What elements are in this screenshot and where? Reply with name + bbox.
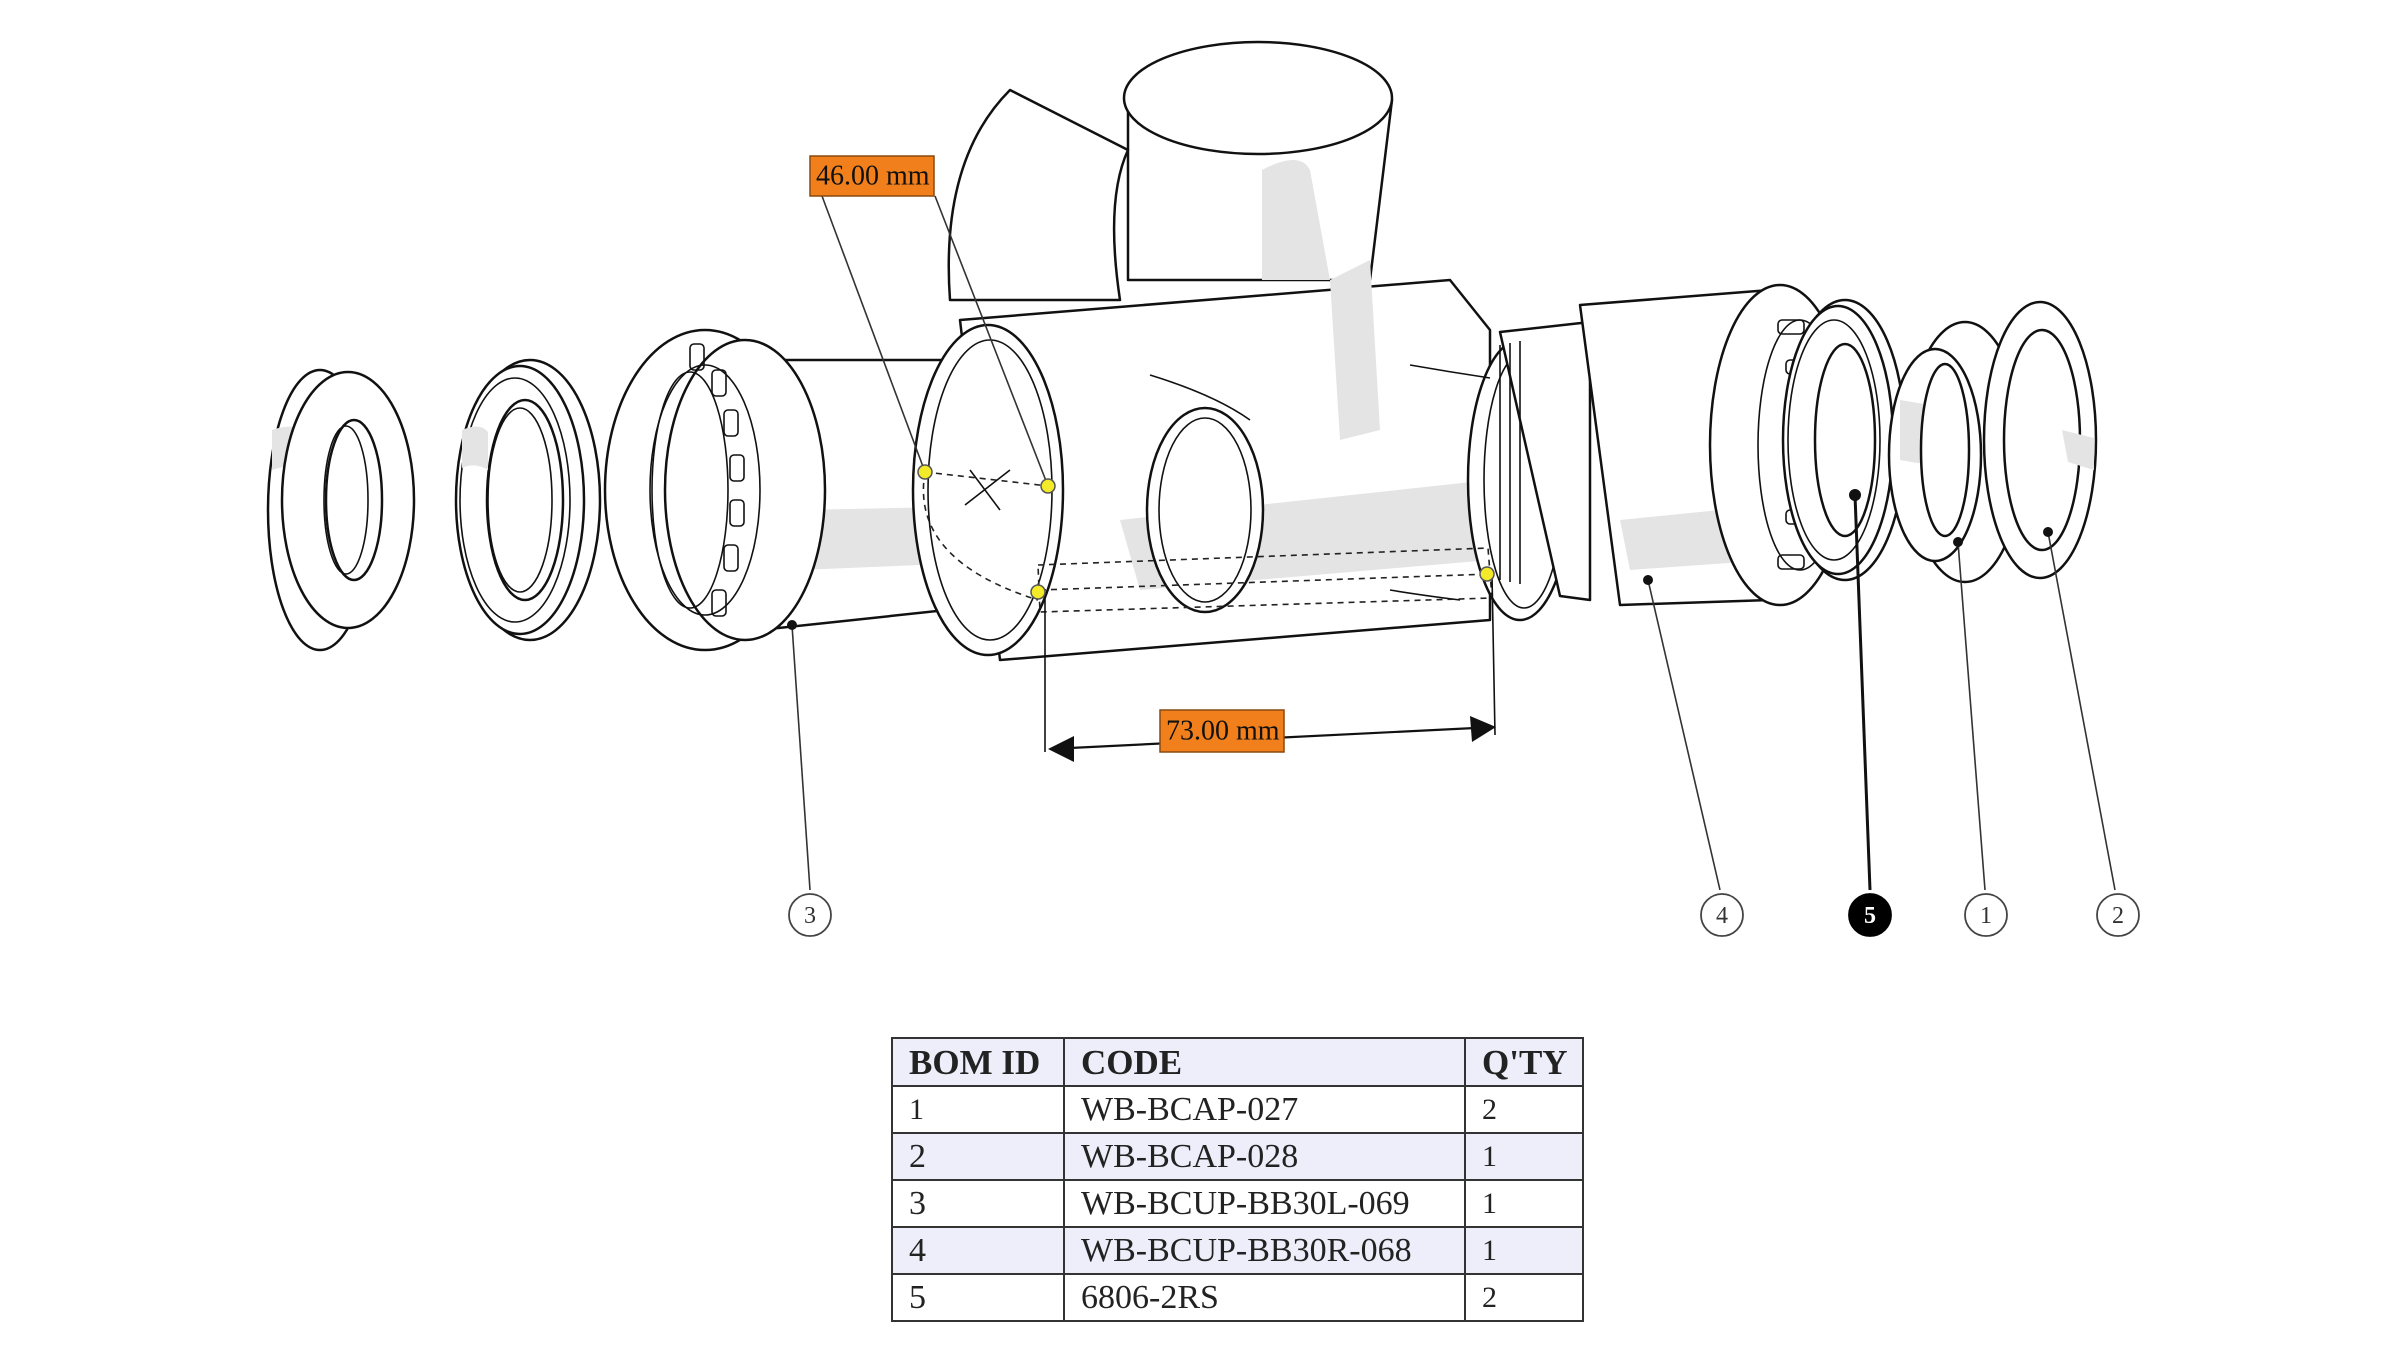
bom-code: 6806-2RS xyxy=(1063,1273,1466,1322)
bom-header-code: CODE xyxy=(1063,1037,1466,1087)
bom-header-row: BOM ID CODE Q'TY xyxy=(891,1037,1584,1087)
bom-code: WB-BCUP-BB30L-069 xyxy=(1063,1179,1466,1228)
table-row[interactable]: 3 WB-BCUP-BB30L-069 1 xyxy=(891,1179,1584,1228)
right-bearing[interactable] xyxy=(1781,298,1907,582)
left-dust-cap[interactable] xyxy=(266,368,416,652)
dimension-tag-width[interactable]: 73.00 mm xyxy=(1159,709,1285,753)
balloon-4[interactable]: 4 xyxy=(1700,893,1744,937)
bom-code: WB-BCAP-028 xyxy=(1063,1132,1466,1181)
balloon-1[interactable]: 1 xyxy=(1964,893,2008,937)
balloon-label: 3 xyxy=(804,903,816,929)
bom-code: WB-BCUP-BB30R-068 xyxy=(1063,1226,1466,1275)
bom-table: BOM ID CODE Q'TY 1 WB-BCAP-027 2 2 WB-BC… xyxy=(891,1037,1584,1322)
dimension-tag-diameter[interactable]: 46.00 mm xyxy=(809,155,935,197)
measure-overlay xyxy=(821,195,1496,762)
table-row[interactable]: 4 WB-BCUP-BB30R-068 1 xyxy=(891,1226,1584,1275)
bom-id: 3 xyxy=(891,1179,1065,1228)
bom-qty: 1 xyxy=(1464,1132,1584,1181)
balloon-label: 2 xyxy=(2112,903,2124,929)
dimension-label: 46.00 mm xyxy=(816,161,930,192)
bom-qty: 1 xyxy=(1464,1179,1584,1228)
table-row[interactable]: 1 WB-BCAP-027 2 xyxy=(891,1085,1584,1134)
bom-id: 2 xyxy=(891,1132,1065,1181)
bom-id: 4 xyxy=(891,1226,1065,1275)
table-row[interactable]: 2 WB-BCAP-028 1 xyxy=(891,1132,1584,1181)
balloon-label: 5 xyxy=(1864,903,1876,929)
bom-code: WB-BCAP-027 xyxy=(1063,1085,1466,1134)
bom-qty: 2 xyxy=(1464,1085,1584,1134)
bom-qty: 2 xyxy=(1464,1273,1584,1322)
bom-id: 5 xyxy=(891,1273,1065,1322)
table-row[interactable]: 5 6806-2RS 2 xyxy=(891,1273,1584,1322)
bom-id: 1 xyxy=(891,1085,1065,1134)
bom-qty: 1 xyxy=(1464,1226,1584,1275)
balloon-label: 4 xyxy=(1716,903,1728,929)
measure-point[interactable] xyxy=(917,464,933,480)
right-spacer-ring[interactable] xyxy=(1982,300,2098,580)
dimension-label: 73.00 mm xyxy=(1166,716,1280,747)
balloon-5-selected[interactable]: 5 xyxy=(1848,893,1892,937)
bom-header-id: BOM ID xyxy=(891,1037,1065,1087)
bottom-bracket-shell xyxy=(911,40,1574,662)
balloon-label: 1 xyxy=(1980,903,1992,929)
balloon-2[interactable]: 2 xyxy=(2096,893,2140,937)
left-bearing[interactable] xyxy=(454,358,602,642)
measure-point[interactable] xyxy=(1479,566,1495,582)
balloon-leaders xyxy=(787,489,2116,891)
balloon-3[interactable]: 3 xyxy=(788,893,832,937)
bom-header-qty: Q'TY xyxy=(1464,1037,1584,1087)
measure-point[interactable] xyxy=(1030,584,1046,600)
measure-point[interactable] xyxy=(1040,478,1056,494)
